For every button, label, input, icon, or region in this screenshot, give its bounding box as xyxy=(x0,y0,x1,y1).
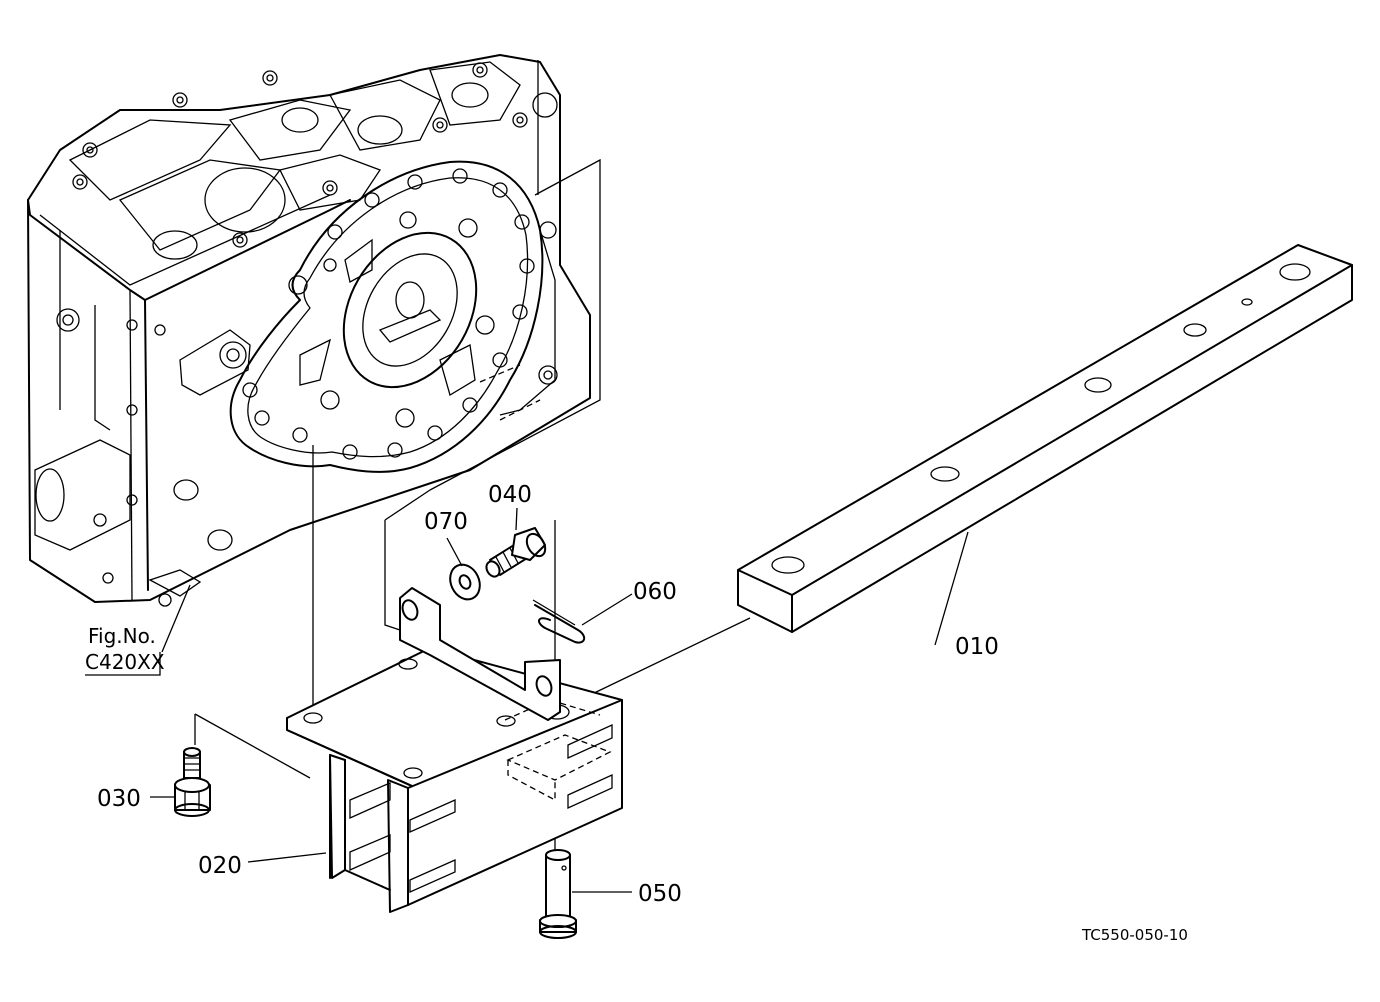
label-070: 070 xyxy=(424,509,468,535)
linkage-arm xyxy=(399,587,561,721)
figure-ref-underline xyxy=(85,652,161,676)
drawing-code: TC550-050-10 xyxy=(1081,926,1188,944)
drawbar-part-010 xyxy=(737,244,1353,633)
label-030: 030 xyxy=(97,786,141,812)
bracket-part-020 xyxy=(286,647,623,913)
clip-part-060 xyxy=(532,599,586,644)
flange-plate xyxy=(229,160,544,473)
engine-block-casting xyxy=(27,54,591,607)
label-050: 050 xyxy=(638,881,682,907)
leader-lines xyxy=(150,507,969,893)
label-020: 020 xyxy=(198,853,242,879)
figure-ref-line1: Fig.No. xyxy=(88,624,156,648)
washer-part-070 xyxy=(449,563,481,601)
hidden-line xyxy=(499,399,541,421)
figure-ref-line2: C420XX xyxy=(85,650,165,674)
label-060: 060 xyxy=(633,579,677,605)
hidden-line xyxy=(479,364,521,383)
bolt-part-030 xyxy=(174,747,211,817)
pin-part-050 xyxy=(539,849,577,939)
pin-part-040 xyxy=(485,527,547,578)
label-040: 040 xyxy=(488,482,532,508)
label-010: 010 xyxy=(955,634,999,660)
